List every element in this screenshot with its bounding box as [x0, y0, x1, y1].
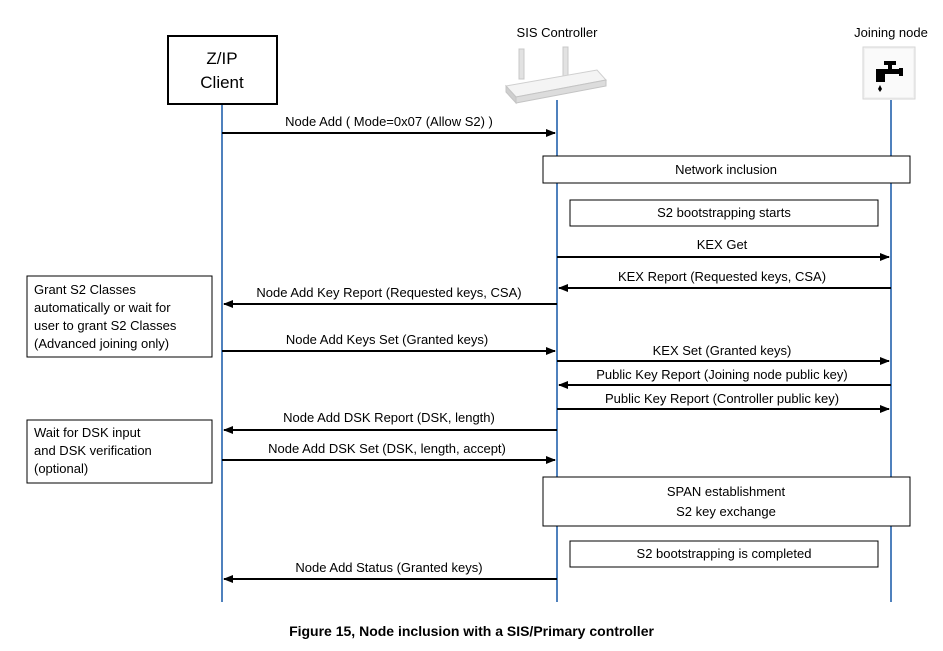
- s2-done-box: [569, 540, 879, 568]
- msg-node-add-status: Node Add Status (Granted keys): [295, 560, 482, 575]
- water-tap-icon: [862, 46, 916, 100]
- msg-kex-set: KEX Set (Granted keys): [653, 343, 792, 358]
- router-icon: [505, 46, 607, 105]
- client-label-line1: Z/IP: [206, 49, 237, 68]
- msg-node-add: Node Add ( Mode=0x07 (Allow S2) ): [285, 114, 493, 129]
- network-inclusion-box: [542, 155, 911, 184]
- client-label-line2: Client: [200, 73, 244, 92]
- span-label-line1: SPAN establishment: [667, 484, 786, 499]
- s2-done-label: S2 bootstrapping is completed: [637, 546, 812, 561]
- grant-note-line: user to grant S2 Classes: [34, 318, 177, 333]
- msg-node-add-keys-set: Node Add Keys Set (Granted keys): [286, 332, 488, 347]
- node-label: Joining node: [854, 25, 928, 40]
- client-actor: Z/IP Client: [167, 35, 278, 105]
- msg-kex-report: KEX Report (Requested keys, CSA): [618, 269, 826, 284]
- dsk-note-line: and DSK verification: [34, 443, 152, 458]
- s2-start-box: [569, 199, 879, 227]
- dsk-note-line: Wait for DSK input: [34, 425, 141, 440]
- span-label-line2: S2 key exchange: [676, 504, 776, 519]
- msg-node-add-dsk-set: Node Add DSK Set (DSK, length, accept): [268, 441, 506, 456]
- span-box: [542, 476, 911, 527]
- grant-note: Grant S2 Classes automatically or wait f…: [26, 275, 213, 358]
- controller-label: SIS Controller: [517, 25, 599, 40]
- msg-kex-get: KEX Get: [697, 237, 748, 252]
- dsk-note-line: (optional): [34, 461, 88, 476]
- grant-note-line: automatically or wait for: [34, 300, 171, 315]
- s2-start-label: S2 bootstrapping starts: [657, 205, 791, 220]
- figure-caption: Figure 15, Node inclusion with a SIS/Pri…: [289, 623, 654, 639]
- dsk-note: Wait for DSK input and DSK verification …: [26, 419, 213, 484]
- msg-node-add-key-report: Node Add Key Report (Requested keys, CSA…: [256, 285, 521, 300]
- msg-node-add-dsk-report: Node Add DSK Report (DSK, length): [283, 410, 495, 425]
- network-inclusion-label: Network inclusion: [675, 162, 777, 177]
- grant-note-line: Grant S2 Classes: [34, 282, 136, 297]
- grant-note-line: (Advanced joining only): [34, 336, 169, 351]
- msg-pubkey-node: Public Key Report (Joining node public k…: [596, 367, 847, 382]
- msg-pubkey-controller: Public Key Report (Controller public key…: [605, 391, 839, 406]
